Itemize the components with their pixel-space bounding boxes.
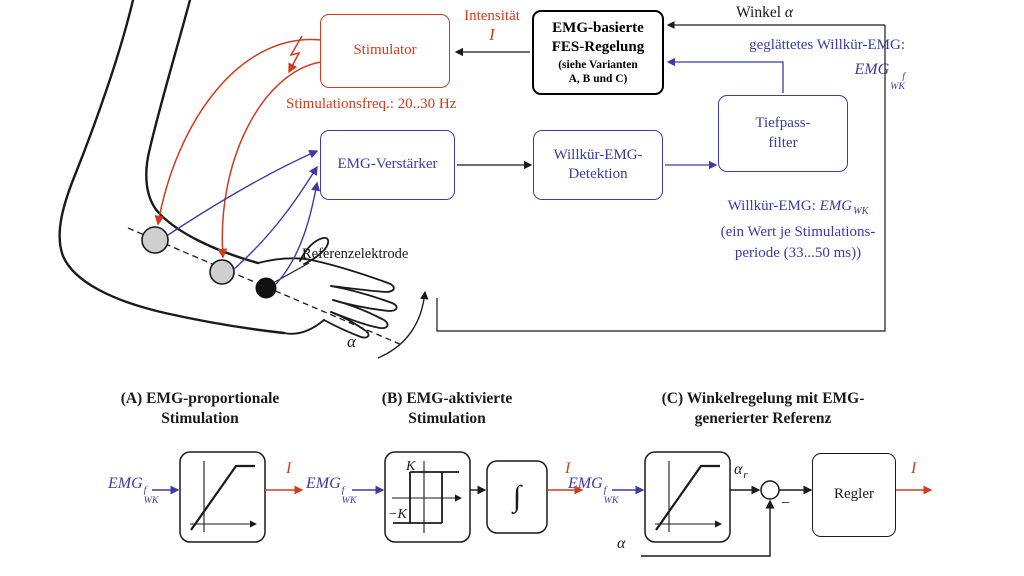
stimulator-label: Stimulator <box>353 42 417 59</box>
emg-sub-2: WK <box>853 205 869 217</box>
electrode-lower <box>209 259 235 285</box>
emg-leads <box>167 149 321 285</box>
variant-b-output-label: I <box>565 460 571 477</box>
willkuer-note-line1: Willkür-EMG: EMGWK <box>688 196 908 222</box>
outer-arm-contour <box>58 0 286 335</box>
emg-sub: WK <box>890 81 905 93</box>
angle-arc <box>377 290 429 359</box>
intensity-text: Intensität <box>464 8 520 24</box>
regler-block: Regler <box>812 453 896 537</box>
variant-a-output-label: I <box>286 460 292 477</box>
intensity-label: Intensität I <box>455 8 529 45</box>
fes-line1: EMG-basierte <box>552 19 644 36</box>
minus-sign: − <box>781 495 791 512</box>
lowpass-filter-block: Tiefpass- filter <box>718 95 848 172</box>
saturation-curve-c <box>655 464 720 531</box>
willkuer-note-line3: periode (33...50 ms)) <box>734 244 862 261</box>
emg-base: EMG <box>854 61 890 78</box>
smoothed-emg-text: geglättetes Willkür-EMG: <box>749 37 905 53</box>
variant-b-title: (B) EMG-aktivierte Stimulation <box>381 390 513 428</box>
inner-arm-contour <box>145 0 260 265</box>
fes-control-block: EMG-basierte FES-Regelung (siehe Variant… <box>532 10 664 95</box>
smoothed-emg-label: geglättetes Willkür-EMG: <box>680 37 905 54</box>
emg-lead-3 <box>275 181 321 285</box>
emg-lead-1 <box>167 149 319 236</box>
emg-amplifier-label: EMG-Verstärker <box>337 156 438 173</box>
fes-line4: A, B und C) <box>568 73 628 85</box>
winkel-alpha-symbol: α <box>784 4 794 21</box>
emg-base-2: EMG <box>819 198 853 214</box>
stimulation-frequency-label: Stimulationsfreq.: 20..30 Hz <box>286 96 457 112</box>
lowpass-line2: filter <box>768 134 798 151</box>
intensity-symbol: I <box>489 25 495 44</box>
winkel-alpha-label: Winkel α <box>736 4 793 22</box>
detection-line2: Detektion <box>568 166 628 182</box>
variant-c-title: (C) Winkelregelung mit EMG- generierter … <box>661 390 865 428</box>
reference-electrode-label: Referenzelektrode <box>302 246 409 262</box>
emg-amplifier-block: EMG-Verstärker <box>320 130 455 200</box>
lowpass-to-fes-arrow <box>666 57 784 93</box>
reference-electrode-pointer <box>272 262 310 284</box>
alpha-feedback-label: α <box>617 535 626 552</box>
lightning-icon <box>288 35 303 74</box>
winkel-text: Winkel <box>736 4 782 21</box>
reference-electrode-dot <box>255 277 277 299</box>
electrode-upper <box>141 226 169 254</box>
variant-c-box <box>644 451 731 543</box>
emg-detection-block: Willkür-EMG- Detektion <box>533 130 663 200</box>
emg-sup: f <box>902 70 905 82</box>
integrator-symbol: ∫ <box>512 480 522 513</box>
stimulation-paths <box>154 35 322 259</box>
alpha-feedback-arrow <box>641 499 775 557</box>
fes-line3: (siehe Varianten <box>558 58 638 71</box>
summation-junction <box>760 480 780 500</box>
k-negative-label: −K <box>388 507 407 522</box>
fes-line2: FES-Regelung <box>551 39 645 56</box>
stim-to-electrode1-arrow <box>154 38 322 226</box>
lowpass-line1: Tiefpass- <box>755 115 811 131</box>
k-positive-label: K <box>406 459 416 474</box>
variant-c-output-label: I <box>911 460 917 477</box>
detection-line1: Willkür-EMG- <box>553 146 643 163</box>
stimulator-block: Stimulator <box>320 14 450 88</box>
willkuer-prefix: Willkür-EMG: <box>727 198 816 214</box>
willkuer-emg-note: Willkür-EMG: EMGWK (ein Wert je Stimulat… <box>688 196 908 264</box>
variant-a-box <box>179 451 266 543</box>
variant-b-box <box>384 451 471 543</box>
alpha-reference-label: αr <box>734 461 748 481</box>
willkuer-note-line2: (ein Wert je Stimulations- <box>720 223 876 240</box>
alpha-angle-label: α <box>347 332 356 351</box>
stim-to-electrode2-arrow <box>217 61 322 259</box>
saturation-curve-a <box>190 464 255 531</box>
variant-a-title: (A) EMG-proportionale Stimulation <box>120 390 280 428</box>
